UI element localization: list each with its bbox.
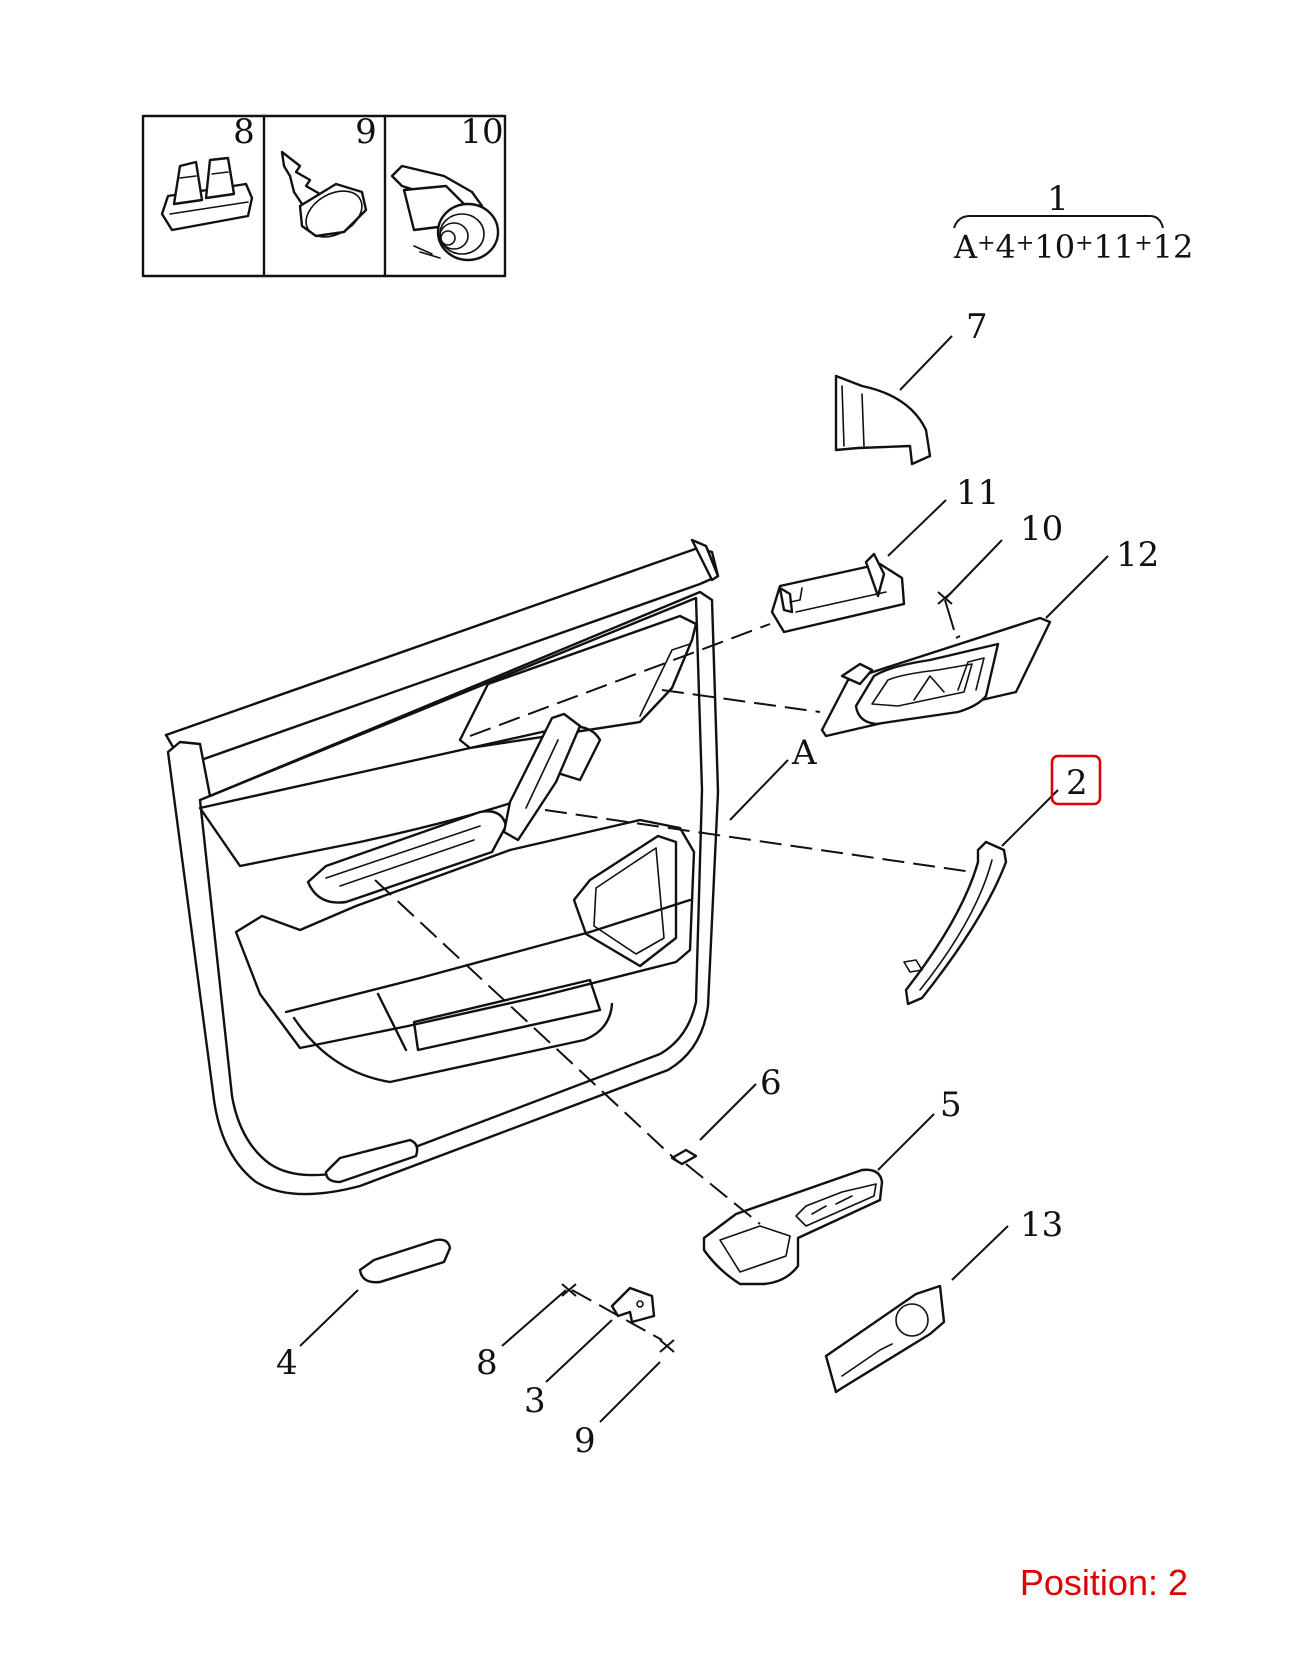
tree-rivet-icon <box>280 150 368 238</box>
position-indicator: Position: 2 <box>1019 1562 1188 1603</box>
inset-label-9: 9 <box>355 112 377 152</box>
callout-8[interactable]: 8 <box>476 1343 498 1383</box>
assembly-number: 1 <box>1047 179 1069 219</box>
window-switch-panel-part <box>702 1168 884 1286</box>
callout-13[interactable]: 13 <box>1020 1205 1063 1245</box>
door-handle-bezel-part <box>820 616 1052 738</box>
callout-5[interactable]: 5 <box>940 1085 962 1125</box>
inset-label-10: 10 <box>460 112 503 152</box>
callout-a[interactable]: A <box>791 733 817 773</box>
inset-label-8: 8 <box>233 112 255 152</box>
armrest-bracket-part <box>770 552 906 634</box>
callout-2-highlight-box <box>1050 754 1102 806</box>
mirror-triangle-trim-part <box>834 374 932 466</box>
reflector-strip-part <box>358 1238 452 1284</box>
callout-2[interactable]: 2 <box>1066 763 1088 803</box>
door-trim-panel <box>164 538 720 1196</box>
assembly-formula-text: A+4+10+11+12 <box>953 228 1193 266</box>
callout-6[interactable]: 6 <box>760 1063 782 1103</box>
leader-lines <box>299 335 1109 1423</box>
small-clip-part <box>670 1148 698 1166</box>
callout-9[interactable]: 9 <box>574 1421 596 1461</box>
pull-handle-trim-part <box>903 840 1008 1006</box>
callout-4[interactable]: 4 <box>276 1343 298 1383</box>
callout-11[interactable]: 11 <box>956 473 999 513</box>
callout-labels: 7 11 10 12 A 2 5 6 13 4 8 3 9 <box>276 307 1159 1461</box>
small-bracket-part <box>610 1286 656 1324</box>
grommet-fastener-icon <box>390 164 500 262</box>
assembly-formula: 1 A+4+10+11+12 <box>953 179 1193 266</box>
tweeter-grille-part <box>824 1284 946 1394</box>
push-clip-icon <box>160 156 254 232</box>
callout-10[interactable]: 10 <box>1020 509 1063 549</box>
callout-3[interactable]: 3 <box>524 1381 546 1421</box>
fastener-inset-table: 8 9 10 <box>141 112 507 278</box>
callout-12[interactable]: 12 <box>1116 535 1159 575</box>
assembly-dashed-lines <box>374 623 973 1341</box>
callout-7[interactable]: 7 <box>966 307 988 347</box>
